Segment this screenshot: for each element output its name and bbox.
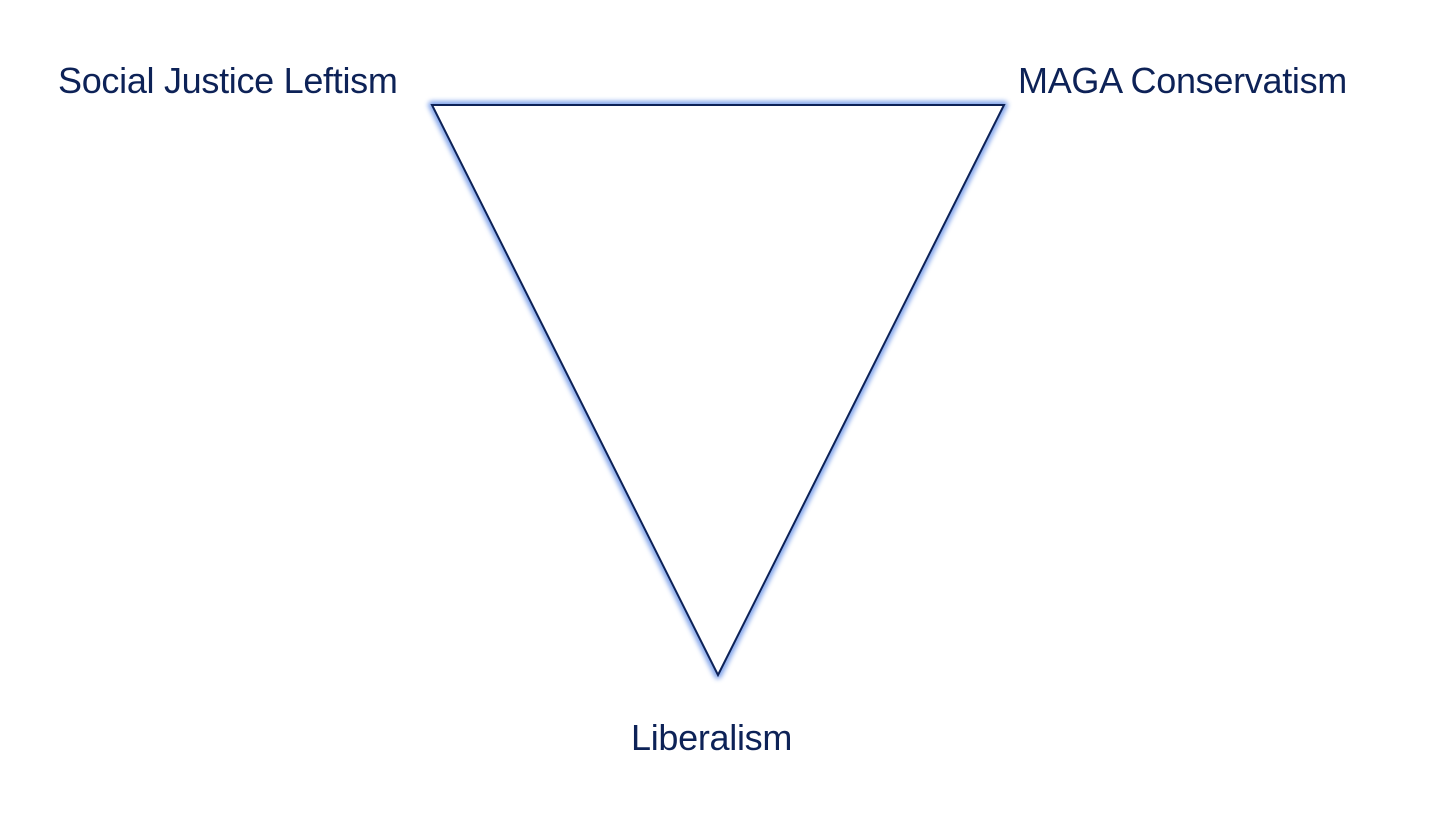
- label-maga-conservatism: MAGA Conservatism: [1018, 60, 1347, 101]
- label-social-justice-leftism: Social Justice Leftism: [58, 60, 398, 101]
- triangle-outline: [430, 104, 1006, 678]
- label-liberalism: Liberalism: [631, 717, 793, 758]
